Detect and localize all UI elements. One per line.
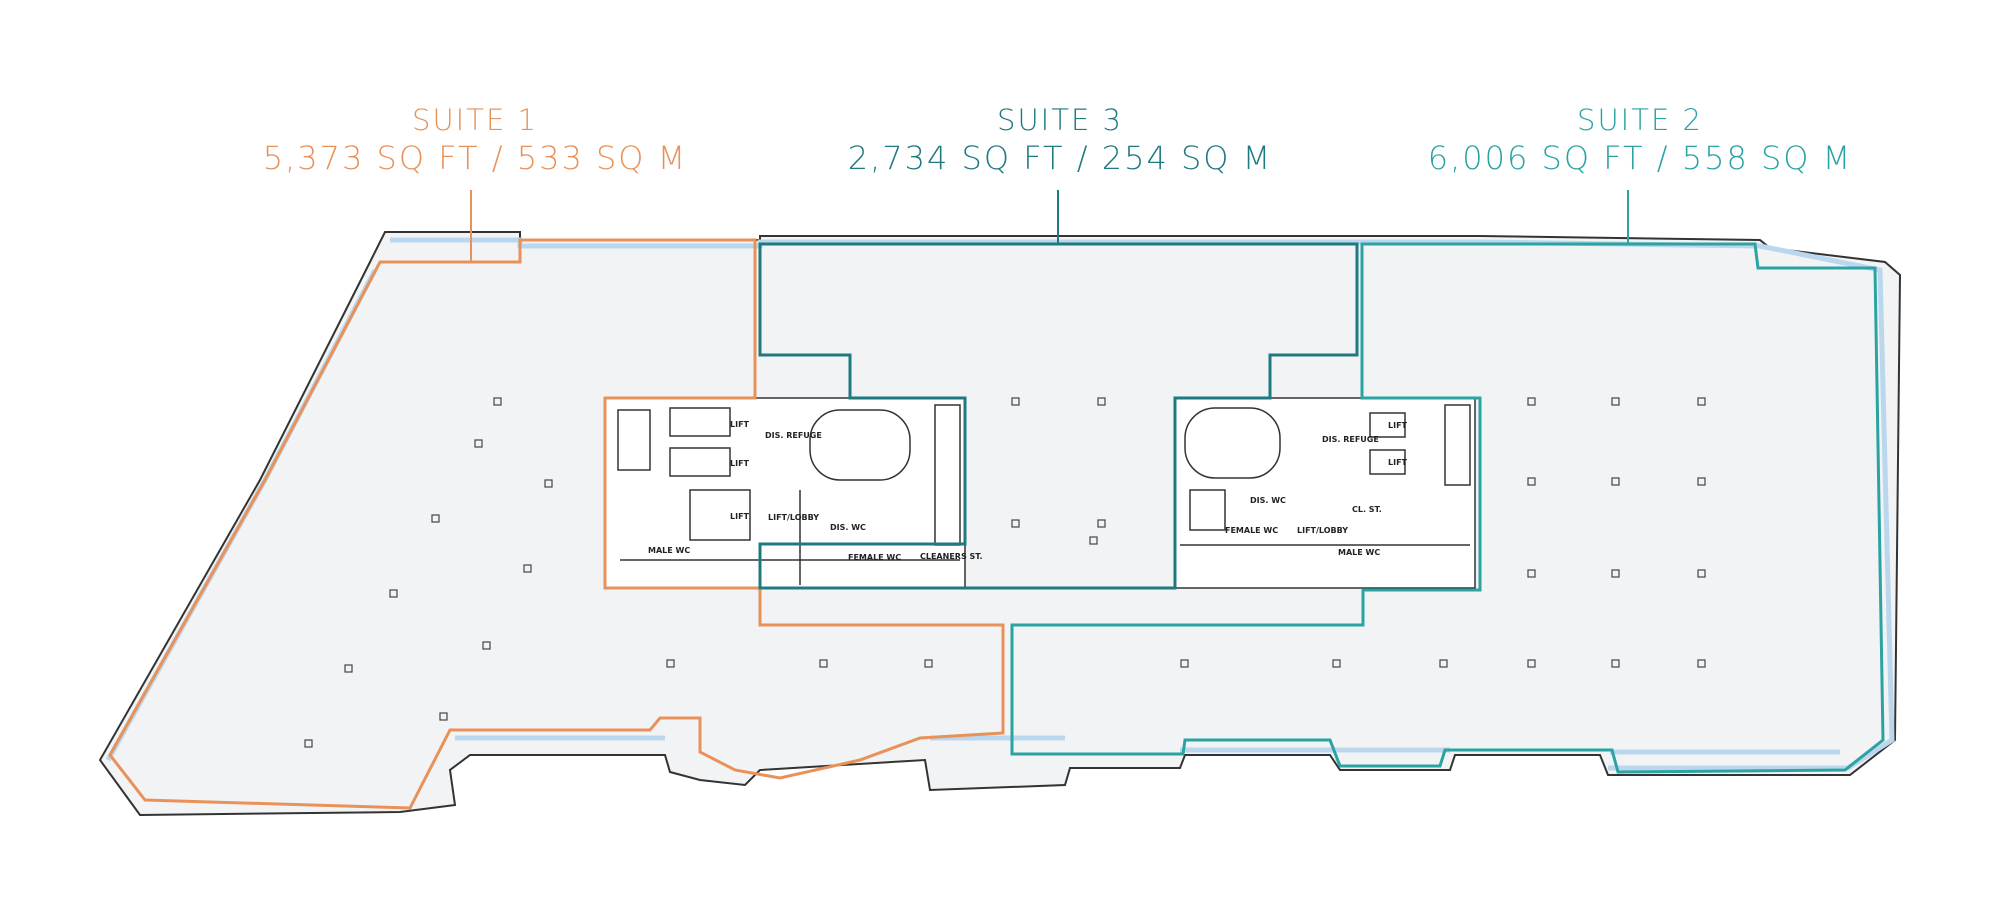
room-lift-lobby-west: LIFT/LOBBY <box>768 513 819 522</box>
core-west <box>604 397 966 589</box>
room-lift-4: LIFT <box>1388 421 1408 430</box>
suite-1-area: 5,373 SQ FT / 533 SQ M <box>262 139 688 178</box>
suite-2-label: SUITE 2 6,006 SQ FT / 558 SQ M <box>1400 102 1880 178</box>
room-lift-lobby-east: LIFT/LOBBY <box>1297 526 1348 535</box>
room-dis-refuge-east: DIS. REFUGE <box>1322 435 1379 444</box>
suite-1-label: SUITE 1 5,373 SQ FT / 533 SQ M <box>240 102 710 178</box>
room-female-wc-east: FEMALE WC <box>1225 526 1278 535</box>
suite-2-area: 6,006 SQ FT / 558 SQ M <box>1427 139 1853 178</box>
suite-2-name: SUITE 2 <box>1577 103 1703 137</box>
room-dis-refuge-west: DIS. REFUGE <box>765 431 822 440</box>
columns <box>304 397 1706 748</box>
room-female-wc-west: FEMALE WC <box>848 553 901 562</box>
room-lift-5: LIFT <box>1388 458 1408 467</box>
window-band-south <box>455 735 1840 755</box>
suite-3-outline <box>758 242 1359 590</box>
suite-2-outline <box>1010 242 1885 774</box>
core-east <box>1174 397 1476 589</box>
room-lift-2: LIFT <box>730 459 750 468</box>
room-male-wc-west: MALE WC <box>648 546 690 555</box>
building-footprint <box>98 231 1902 817</box>
suite-3-label: SUITE 3 2,734 SQ FT / 254 SQ M <box>820 102 1300 178</box>
room-lift-1: LIFT <box>730 420 750 429</box>
room-cl-st: CL. ST. <box>1352 505 1382 514</box>
suite-3-name: SUITE 3 <box>997 103 1123 137</box>
room-dis-wc-west: DIS. WC <box>830 523 866 532</box>
suite-3-area: 2,734 SQ FT / 254 SQ M <box>847 139 1273 178</box>
room-lift-3: LIFT <box>730 512 750 521</box>
suite-1-name: SUITE 1 <box>412 103 538 137</box>
suite-1-outline <box>108 238 1005 810</box>
room-dis-wc-east: DIS. WC <box>1250 496 1286 505</box>
room-male-wc-east: MALE WC <box>1338 548 1380 557</box>
room-cleaners-st: CLEANERS ST. <box>920 552 983 561</box>
